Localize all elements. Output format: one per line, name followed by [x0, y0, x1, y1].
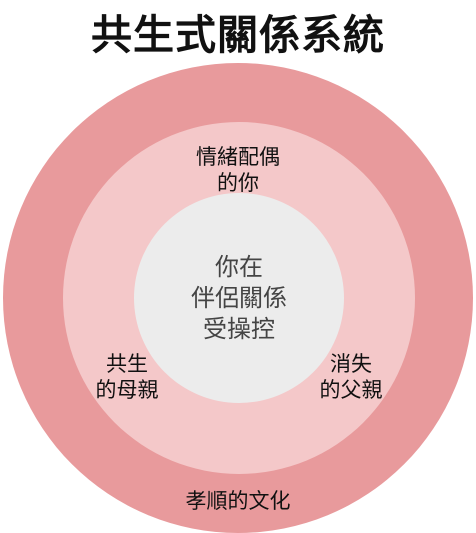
left-label-line-1: 共生 — [106, 352, 148, 376]
center-label-line-3: 受操控 — [203, 315, 275, 343]
bottom-label-line-1: 孝順的文化 — [185, 489, 291, 513]
right-label-line-2: 的父親 — [319, 378, 383, 402]
right-label: 消失 的父親 — [296, 351, 406, 403]
top-label-line-2: 的你 — [217, 171, 259, 195]
left-label: 共生 的母親 — [72, 351, 182, 403]
right-label-line-1: 消失 — [330, 352, 372, 376]
top-label-line-1: 情緒配偶 — [196, 145, 280, 169]
diagram-title: 共生式關係系統 — [91, 11, 385, 59]
left-label-line-2: 的母親 — [95, 378, 159, 402]
center-label-line-1: 你在 — [215, 253, 263, 281]
center-label: 你在 伴侶關係 受操控 — [134, 252, 344, 345]
inner-circle — [134, 193, 344, 403]
bottom-label: 孝順的文化 — [138, 488, 338, 514]
top-label: 情緒配偶 的你 — [170, 144, 306, 196]
center-label-line-2: 伴侶關係 — [191, 284, 287, 312]
